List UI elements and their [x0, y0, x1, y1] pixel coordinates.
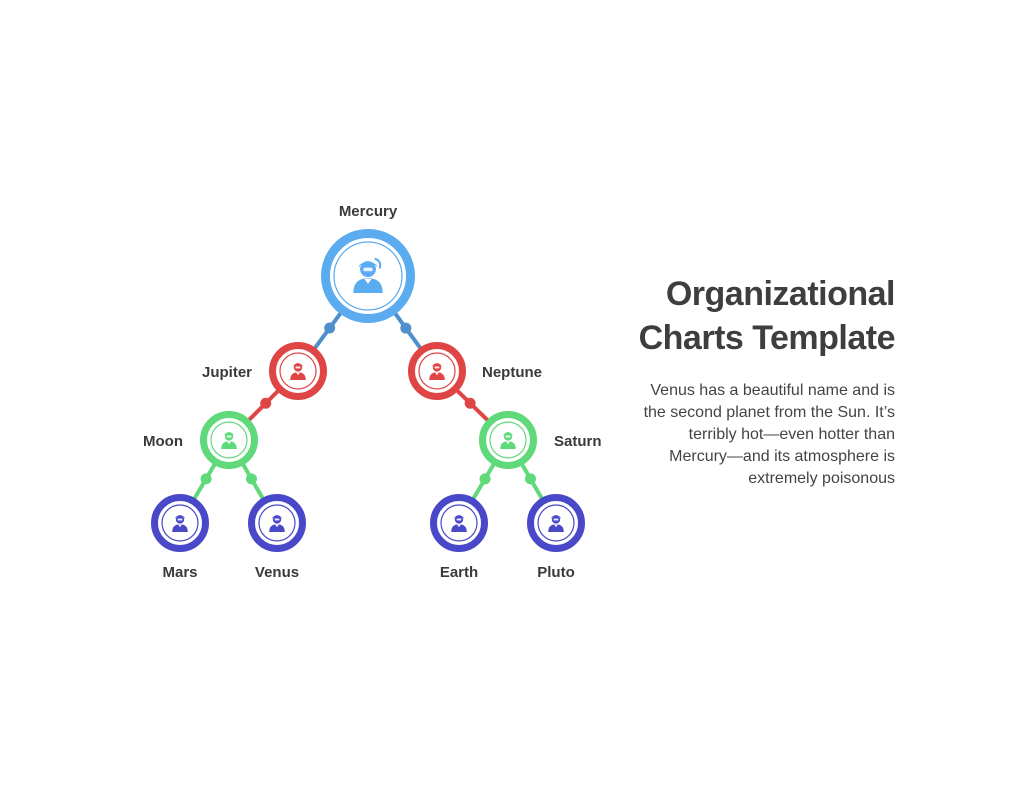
node-label-moon: Moon — [143, 433, 183, 450]
node-mars[interactable]: Mars — [151, 494, 209, 582]
person-icon — [353, 257, 383, 293]
node-neptune[interactable]: Neptune — [408, 342, 543, 400]
node-label-jupiter: Jupiter — [202, 364, 252, 381]
connector-dot-saturn-earth — [479, 473, 491, 485]
person-icon — [172, 515, 188, 532]
person-icon — [429, 363, 445, 380]
title-line-2: Charts Template — [638, 319, 896, 357]
person-icon — [221, 432, 237, 449]
person-icon — [451, 515, 467, 532]
node-pluto[interactable]: Pluto — [527, 494, 585, 582]
connector-dot-moon-venus — [245, 473, 257, 485]
person-icon — [548, 515, 564, 532]
node-moon[interactable]: Moon — [143, 411, 258, 469]
node-label-pluto: Pluto — [537, 564, 575, 581]
edges-layer — [192, 311, 544, 501]
person-icon — [500, 432, 516, 449]
node-saturn[interactable]: Saturn — [479, 411, 602, 469]
page-title: Organizational Charts Template — [595, 272, 896, 360]
node-earth[interactable]: Earth — [430, 494, 488, 582]
node-label-mars: Mars — [162, 564, 197, 581]
node-label-mercury: Mercury — [339, 203, 398, 220]
connector-dot-mercury-jupiter — [324, 322, 336, 334]
title-line-1: Organizational — [665, 275, 896, 313]
connector-dot-moon-mars — [200, 473, 212, 485]
person-icon — [290, 363, 306, 380]
node-label-earth: Earth — [440, 564, 478, 581]
connector-dot-mercury-neptune — [400, 322, 412, 334]
person-icon — [269, 515, 285, 532]
connector-dot-neptune-saturn — [464, 397, 476, 409]
description-text: Venus has a beautiful name and is the se… — [643, 382, 895, 487]
node-label-neptune: Neptune — [482, 364, 542, 381]
node-label-saturn: Saturn — [554, 433, 602, 450]
connector-dot-saturn-pluto — [524, 473, 536, 485]
connector-dot-jupiter-moon — [260, 397, 272, 409]
node-label-venus: Venus — [255, 564, 299, 581]
node-venus[interactable]: Venus — [248, 494, 306, 582]
node-jupiter[interactable]: Jupiter — [202, 342, 327, 400]
node-mercury[interactable]: Mercury — [321, 203, 415, 323]
